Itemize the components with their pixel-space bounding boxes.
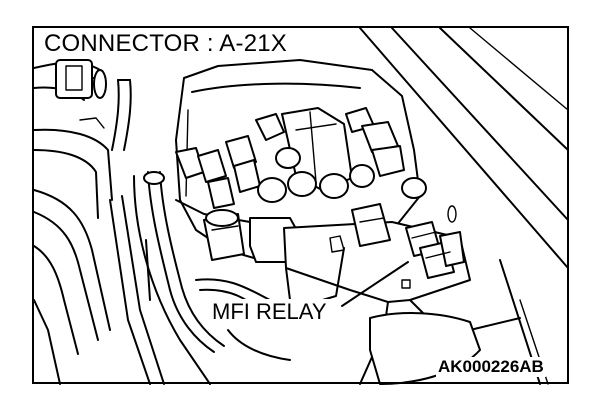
mfi-relay	[401, 205, 465, 289]
leader-line-right	[341, 261, 409, 307]
connector-title: CONNECTOR : A-21X	[42, 30, 290, 58]
figure-frame	[32, 26, 569, 384]
left-hoses-and-pipes	[33, 59, 165, 385]
fender-edge-lines	[359, 27, 569, 385]
mfi-relay-label: MFI RELAY	[208, 299, 331, 325]
relay-block	[175, 107, 427, 261]
figure-code: AK000226AB	[436, 357, 546, 377]
